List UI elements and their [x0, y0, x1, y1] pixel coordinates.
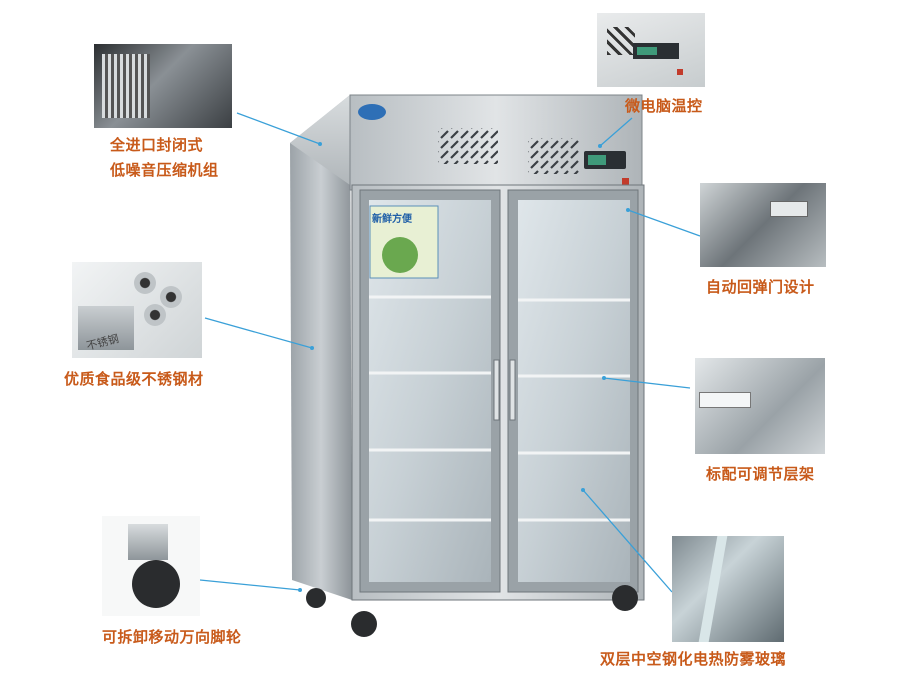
glass-label: 双层中空钢化电热防雾玻璃 — [600, 650, 787, 668]
brand-logo — [358, 104, 386, 120]
caster-wheels — [306, 585, 638, 637]
leader-lines — [199, 112, 701, 593]
shelf-label: 标配可调节层架 — [706, 465, 815, 483]
left-door-handle — [493, 359, 500, 421]
adjustable-shelves — [369, 295, 630, 522]
caster-thumbnail — [102, 516, 200, 616]
compressor-label-line1: 全进口封闭式 — [110, 136, 204, 154]
compressor-label-line2: 低噪音压缩机组 — [110, 161, 219, 179]
cabinet-side-panel — [290, 95, 352, 600]
shelf-thumbnail — [695, 358, 825, 454]
caster-label: 可拆卸移动万向脚轮 — [102, 628, 242, 646]
power-switch — [622, 178, 629, 185]
steel-pipes-thumbnail: 不锈钢 — [72, 262, 202, 358]
steel-label: 优质食品级不锈钢材 — [64, 370, 204, 388]
poster-title: 新鲜方便 — [372, 214, 412, 225]
right-vent — [528, 138, 580, 174]
right-door-handle — [509, 359, 516, 421]
left-vent — [438, 128, 498, 164]
thermostat-label: 微电脑温控 — [625, 97, 703, 115]
glass-thumbnail — [672, 536, 784, 642]
compressor-thumbnail — [94, 44, 232, 128]
door-label: 自动回弹门设计 — [706, 278, 815, 296]
door-hinge-thumbnail — [700, 183, 826, 267]
thermostat-thumbnail — [597, 13, 705, 87]
